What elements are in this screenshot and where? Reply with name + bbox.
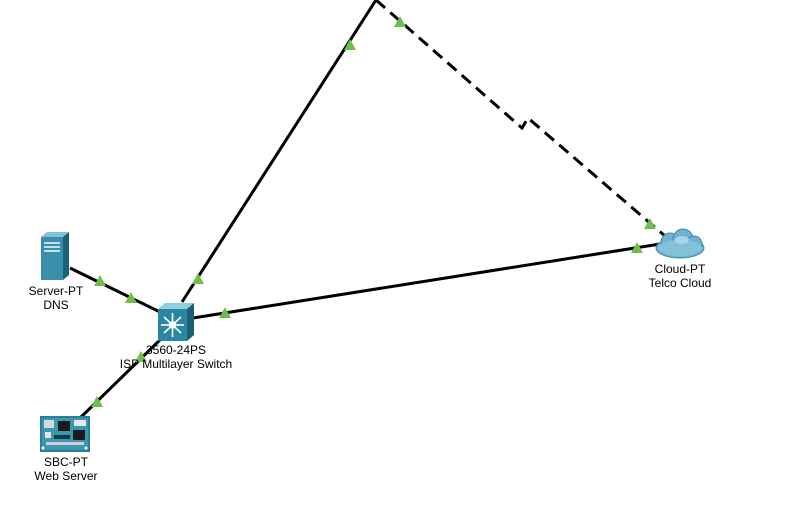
- link-switch-offscreen[interactable]: [180, 0, 378, 303]
- link-server-switch[interactable]: [69, 266, 161, 314]
- server-label: Server-PT DNS: [20, 284, 92, 312]
- link-up-indicator: [125, 292, 137, 303]
- sbc-name: Web Server: [34, 469, 98, 483]
- link-up-indicator: [644, 218, 656, 229]
- cloud-label: Cloud-PT Telco Cloud: [632, 262, 728, 290]
- sbc-label: SBC-PT Web Server: [20, 455, 112, 483]
- switch-label: 3560-24PS ISP Multilayer Switch: [110, 343, 242, 371]
- sbc-board-icon: [40, 416, 90, 452]
- link-status-indicators: [91, 16, 656, 407]
- server-icon: [41, 232, 69, 280]
- link-up-indicator: [631, 242, 643, 253]
- link-up-indicator: [94, 275, 106, 286]
- serial-link-offscreen-cloud[interactable]: [375, 0, 666, 238]
- sbc-model: SBC-PT: [43, 455, 88, 469]
- link-up-indicator: [219, 307, 231, 318]
- link-switch-cloud[interactable]: [192, 242, 661, 320]
- link-up-indicator: [135, 351, 147, 362]
- cloud-model: Cloud-PT: [654, 262, 706, 276]
- switch-model: 3560-24PS: [145, 343, 207, 357]
- link-up-indicator: [192, 273, 204, 284]
- server-model: Server-PT: [28, 284, 84, 298]
- cloud-icon: [655, 228, 705, 259]
- link-up-indicator: [394, 16, 406, 27]
- server-device[interactable]: [39, 231, 71, 281]
- sbc-device[interactable]: [40, 416, 90, 452]
- cloud-name: Telco Cloud: [648, 276, 712, 290]
- multilayer-switch-device[interactable]: [158, 303, 194, 341]
- multilayer-switch-icon: [158, 303, 194, 341]
- link-up-indicator: [91, 396, 103, 407]
- cloud-device[interactable]: [654, 228, 706, 260]
- link-up-indicator: [344, 39, 356, 50]
- server-name: DNS: [43, 298, 69, 312]
- switch-name: ISP Multilayer Switch: [119, 357, 233, 371]
